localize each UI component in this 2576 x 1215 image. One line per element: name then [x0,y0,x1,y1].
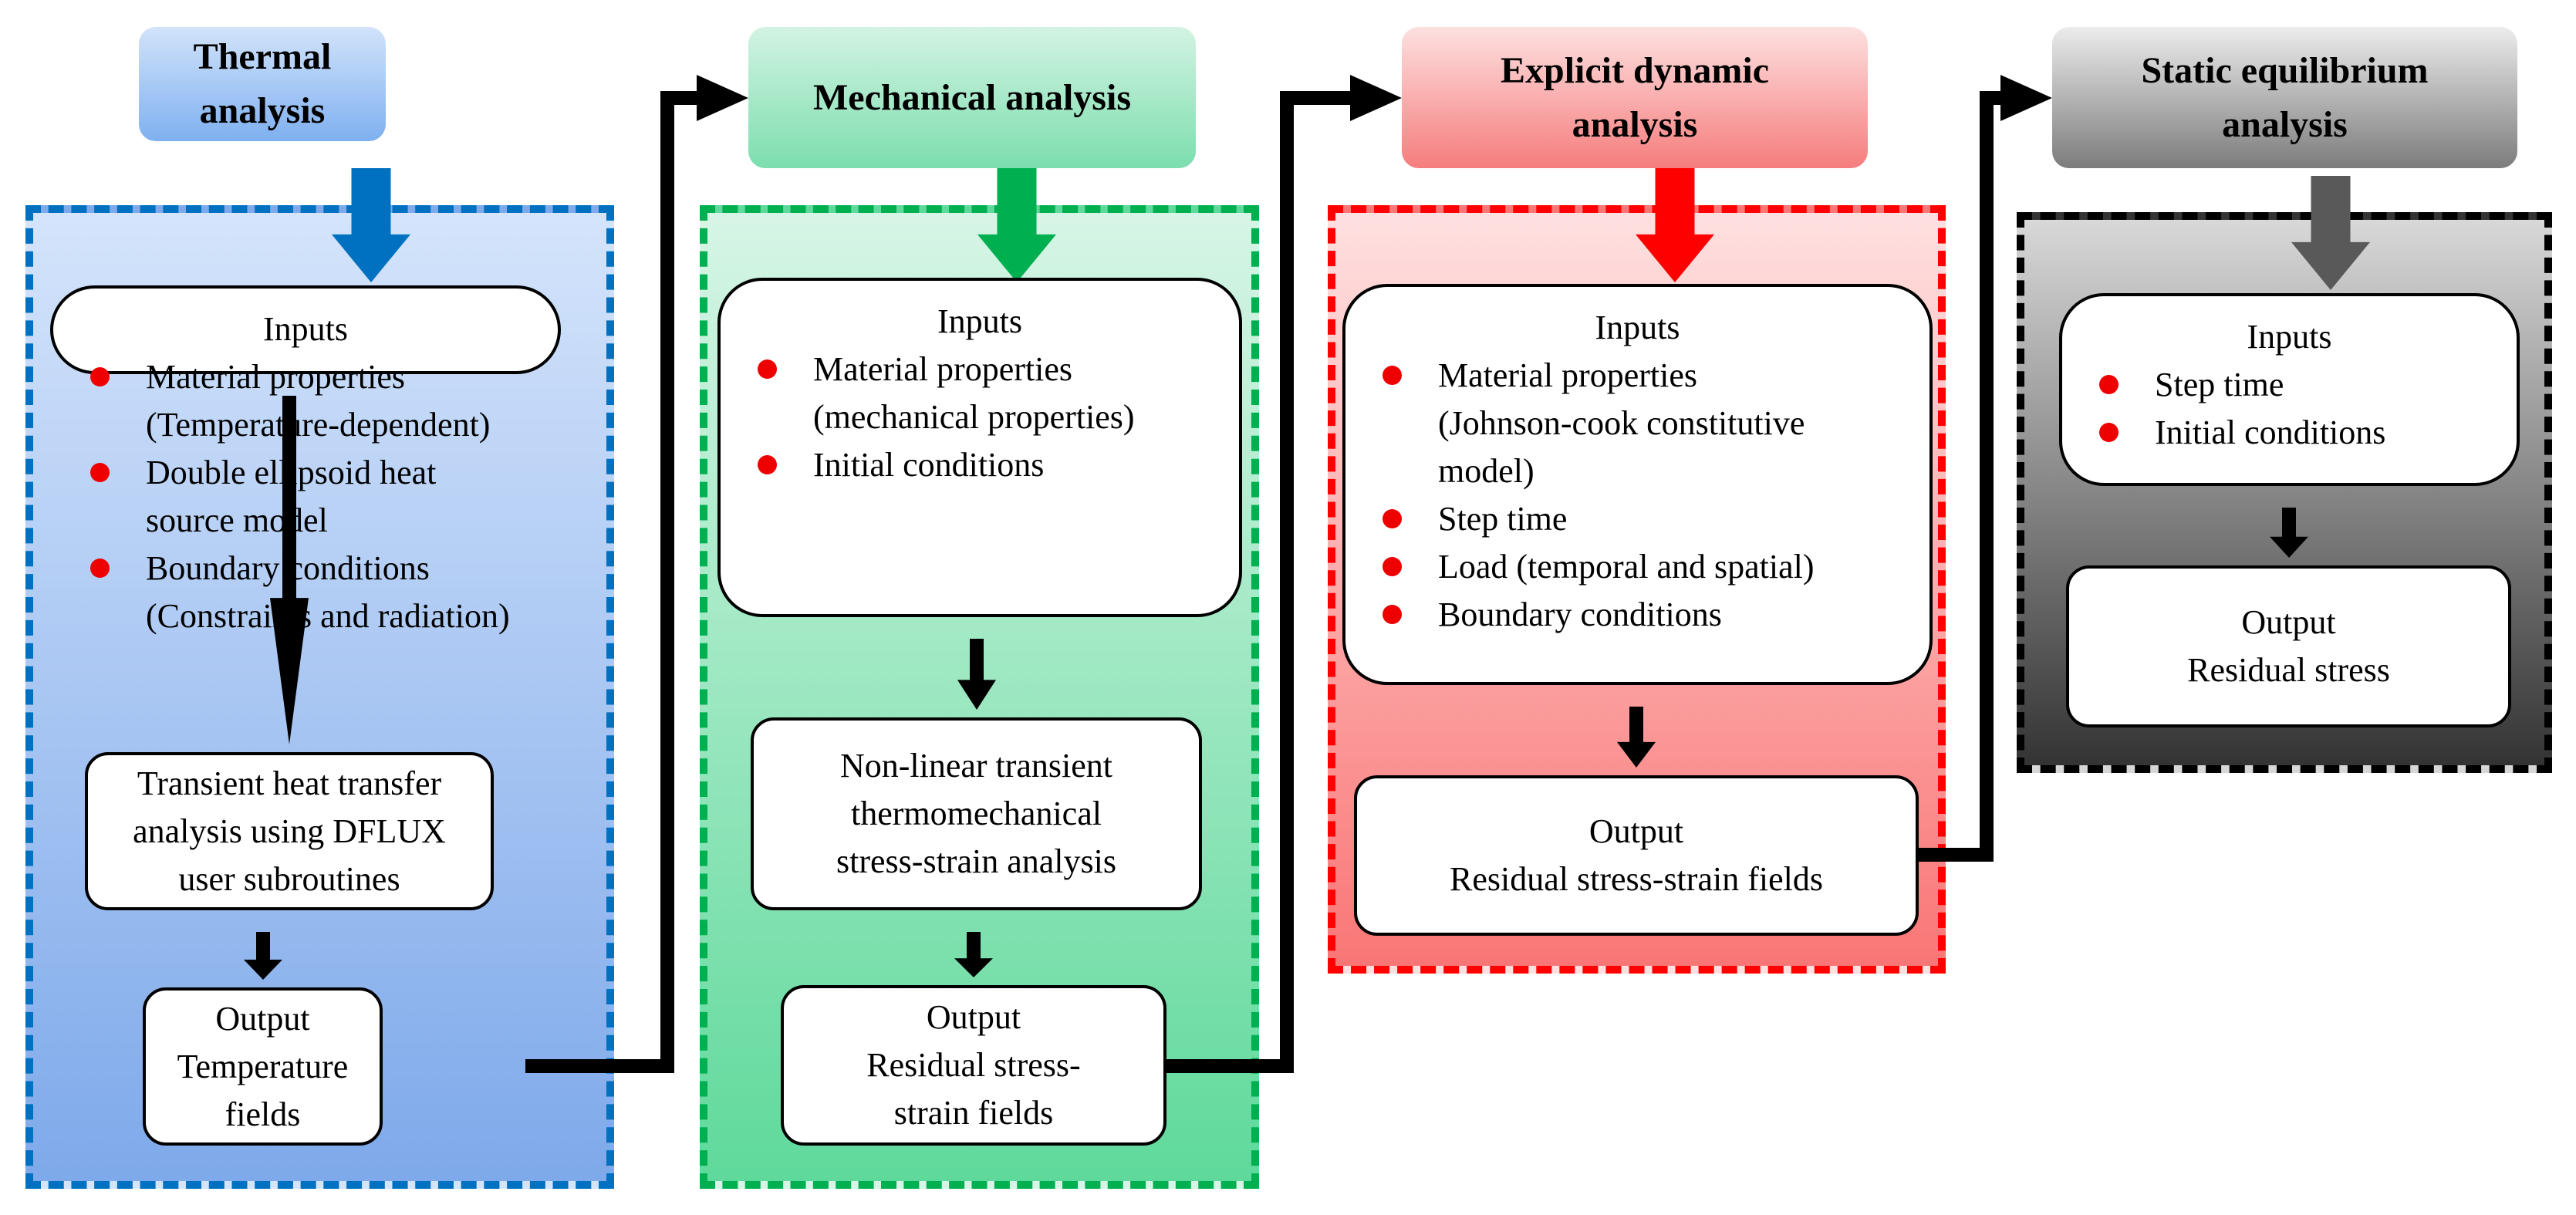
connector-line [525,91,698,1073]
mechanical-process-line: stress-strain analysis [836,842,1116,880]
bullet-icon [2099,423,2119,442]
explicit-dynamic-title-arrow [1636,168,1714,282]
explicit-dynamic-input-text: (Johnson-cook constitutive [1438,404,1805,442]
bullet-icon [90,367,110,386]
static-equilibrium-input-text: Initial conditions [2155,413,2386,451]
bullet-icon [758,455,777,474]
static-equilibrium-title: Static equilibrium analysis [2052,27,2517,168]
mechanical-process-line: thermomechanical [851,795,1102,832]
thermal-title-line: Thermal analysis [193,36,332,131]
explicit-dynamic-input-item: Load (temporal and spatial) [1345,543,1929,591]
thermal-flow-arrow [270,396,309,744]
explicit-dynamic-title: Explicit dynamic analysis [1402,27,1868,168]
explicit-dynamic-input-item: Boundary conditions [1345,591,1929,639]
thermal-input-item: Material properties (Temperature-dependen… [53,353,558,449]
mechanical-process-box: Non-linear transient thermomechanical stre… [751,717,1202,910]
mechanical-input-text: Initial conditions [813,446,1045,484]
static-equilibrium-output-line: Output [2241,603,2336,641]
mechanical-input-item: Initial conditions [721,441,1239,489]
static-equilibrium-title-arrow [2291,176,2370,290]
thermal-flow-arrow [243,932,282,980]
explicit-dynamic-input-text: Load (temporal and spatial) [1438,548,1815,586]
thermal-input-text: Material properties [146,358,405,396]
mechanical-title: Mechanical analysis [748,27,1196,168]
connector-arrowhead-icon [697,75,748,121]
explicit-dynamic-output-line: Output [1588,812,1684,850]
thermal-input-text: (Constraints and radiation) [146,597,510,635]
static-equilibrium-title-line: analysis [2222,103,2348,145]
explicit-dynamic-input-text: Boundary conditions [1438,596,1722,633]
thermal-title: Thermal analysis [139,27,386,141]
mechanical-process-line: Non-linear transient [839,747,1113,785]
explicit-dynamic-flow-arrow [1617,707,1656,768]
mechanical-output-line: Residual stress- [866,1046,1081,1084]
connector-line [1166,91,1352,1073]
explicit-dynamic-input-text: model) [1438,452,1534,490]
static-equilibrium-input-item: Step time [2062,361,2517,409]
bullet-icon [2099,375,2119,394]
thermal-title-arrow [332,168,410,282]
explicit-dynamic-input-text: Material properties [1438,356,1697,394]
mechanical-inputs-heading: Inputs [937,302,1022,340]
mechanical-title-arrow [977,168,1056,282]
mechanical-input-text: (mechanical properties) [813,398,1135,436]
static-equilibrium-title-line: Static equilibrium [2141,49,2429,91]
bullet-icon [1383,366,1402,385]
mechanical-title-text: Mechanical analysis [813,71,1131,125]
mechanical-inputs-list: Material properties (mechanical propertie… [721,346,1239,489]
explicit-dynamic-title-line: analysis [1572,103,1698,145]
static-equilibrium-input-item: Initial conditions [2062,409,2517,457]
static-equilibrium-input-text: Step time [2155,366,2284,403]
explicit-dynamic-input-item: Material properties (Johnson-cook constit… [1345,352,1929,495]
explicit-dynamic-input-text: Step time [1438,500,1568,538]
mechanical-output-line: Output [926,998,1021,1036]
explicit-dynamic-title-line: Explicit dynamic [1500,49,1770,91]
explicit-dynamic-inputs-heading: Inputs [1595,309,1680,346]
thermal-input-text: (Temperature-dependent) [146,406,491,444]
thermal-input-text: source model [146,501,328,539]
thermal-output-line: Output [215,999,310,1038]
mechanical-flow-arrow [957,639,996,710]
thermal-process-line: user subroutines [178,859,400,898]
thermal-process-line: analysis using DFLUX [133,812,446,850]
static-equilibrium-flow-arrow [2269,508,2308,558]
bullet-icon [1383,557,1402,576]
thermal-title-text: Thermal analysis [139,30,386,138]
bullet-icon [90,463,110,482]
static-equilibrium-title-text: Static equilibrium analysis [2141,44,2428,152]
mechanical-input-item: Material properties (mechanical propertie… [721,346,1239,441]
mechanical-flow-arrow [954,932,993,977]
explicit-dynamic-output-line: Residual stress-strain fields [1450,860,1823,898]
thermal-process-line: Transient heat transfer [137,764,442,802]
thermal-process-box: Transient heat transfer analysis using DF… [85,752,494,910]
explicit-dynamic-input-item: Step time [1345,495,1929,543]
bullet-icon [1383,509,1402,528]
static-equilibrium-output-line: Residual stress [2187,651,2390,689]
mechanical-title-line: Mechanical analysis [812,76,1131,118]
static-equilibrium-inputs-heading: Inputs [2247,318,2332,356]
thermal-inputs-heading: Inputs [263,310,348,348]
connector-arrowhead-icon [2000,75,2052,121]
bullet-icon [90,559,110,578]
explicit-dynamic-inputs-list: Material properties (Johnson-cook constit… [1345,352,1929,639]
bullet-icon [758,359,777,379]
explicit-dynamic-title-text: Explicit dynamic analysis [1501,44,1769,152]
thermal-output-line: Temperature fields [177,1047,349,1133]
mechanical-output-line: strain fields [893,1094,1054,1132]
mechanical-input-text: Material properties [813,350,1072,388]
bullet-icon [1383,605,1402,624]
connector-line [1919,91,2002,862]
connector-arrowhead-icon [1350,75,1402,121]
